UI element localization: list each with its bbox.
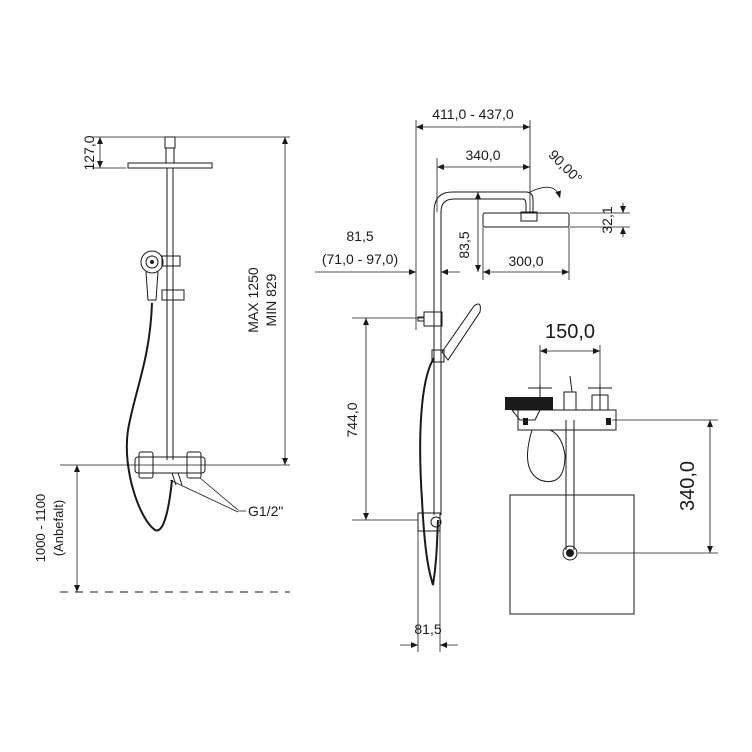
side-view: 411,0 - 437,0 340,0 90,00° 32,1 83,5 300… bbox=[315, 106, 630, 652]
detail-view: 150,0 340,0 bbox=[505, 321, 718, 615]
dim-angle: 90,00° bbox=[546, 146, 586, 186]
dim-arm-length: 340,0 bbox=[465, 147, 500, 163]
detail-hand-spray bbox=[527, 429, 566, 482]
dim-rain-head-height: 127,0 bbox=[81, 135, 97, 170]
side-arm bbox=[433, 191, 534, 213]
side-riser bbox=[433, 212, 442, 515]
dim-height-min: MIN 829 bbox=[263, 273, 279, 326]
hose bbox=[125, 302, 173, 532]
dim-bottom-offset: 81,5 bbox=[414, 621, 441, 637]
dim-reach: 411,0 - 437,0 bbox=[432, 106, 514, 122]
dim-wall-offset: 81,5 bbox=[346, 228, 373, 244]
dim-head-thickness: 32,1 bbox=[599, 206, 615, 233]
dim-mixer-height: 340,0 bbox=[677, 461, 699, 511]
dim-head-diameter: 300,0 bbox=[508, 253, 543, 269]
hand-shower bbox=[140, 250, 185, 301]
dim-install-height: 1000 - 1100 bbox=[33, 494, 48, 562]
dim-height-max: MAX 1250 bbox=[245, 267, 261, 333]
side-hand-shower bbox=[441, 303, 481, 361]
side-head bbox=[482, 212, 570, 228]
dim-wall-offset-range: (71,0 - 97,0) bbox=[322, 251, 398, 267]
rain-head bbox=[127, 136, 213, 169]
dim-head-drop: 83,5 bbox=[456, 231, 472, 258]
connection-size-label: G1/2" bbox=[248, 503, 283, 519]
dim-bar-height: 744,0 bbox=[344, 402, 360, 437]
wall-plate bbox=[509, 494, 635, 615]
front-view: 127,0 MAX 1250 MIN 829 1000 - 1100 (Anbe… bbox=[33, 135, 290, 593]
dim-center-spacing: 150,0 bbox=[545, 321, 595, 343]
dim-install-note: (Anbefalt) bbox=[51, 500, 66, 556]
riser-pipe bbox=[166, 168, 174, 460]
